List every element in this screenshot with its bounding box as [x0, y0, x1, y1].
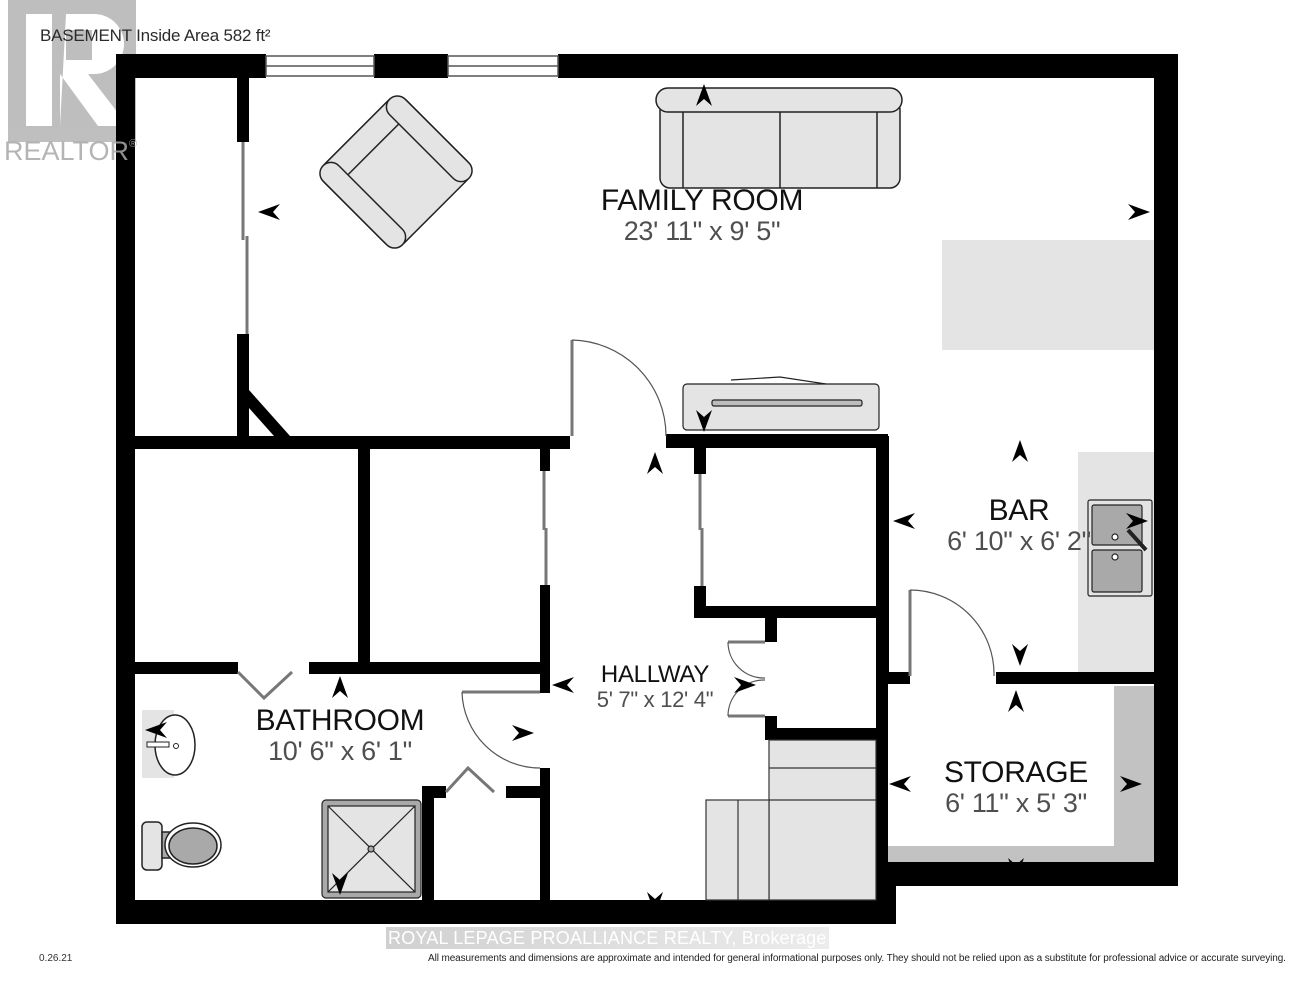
room-label-hallway: HALLWAY 5' 7" x 12' 4" — [596, 661, 714, 712]
stairs-icon — [705, 739, 877, 901]
bar-counter-icon — [942, 240, 1154, 350]
room-name: BAR — [988, 494, 1050, 527]
window-icon — [265, 55, 559, 77]
armchair-icon — [319, 95, 473, 249]
realtor-watermark: REALTOR® — [4, 136, 137, 167]
room-label-family-room: FAMILY ROOM 23' 11" x 9' 5" — [600, 184, 804, 246]
room-label-bar: BAR 6' 10" x 6' 2" — [947, 496, 1091, 555]
storage-shelf — [888, 686, 1154, 862]
watermark-text: REALTOR — [4, 136, 130, 166]
room-label-bathroom: BATHROOM 10' 6" x 6' 1" — [256, 706, 425, 765]
room-dims: 5' 7" x 12' 4" — [596, 687, 714, 712]
room-name: STORAGE — [943, 756, 1089, 789]
sofa-icon — [655, 87, 903, 189]
room-name: FAMILY ROOM — [600, 184, 804, 217]
room-dims: 6' 11" x 5' 3" — [945, 788, 1087, 818]
room-dims: 6' 10" x 6' 2" — [947, 526, 1091, 556]
sink-icon — [1087, 499, 1153, 597]
registered-mark: ® — [129, 138, 138, 150]
version-label: 0.26.21 — [39, 953, 73, 964]
walls — [116, 54, 1178, 924]
toilet-icon — [141, 821, 222, 871]
sliding-door-icon — [241, 142, 704, 586]
realtor-logo-icon — [8, 0, 136, 142]
room-label-storage: STORAGE 6' 11" x 5' 3" — [944, 758, 1088, 817]
room-name: BATHROOM — [255, 704, 425, 737]
brokerage-watermark: ROYAL LEPAGE PROALLIANCE REALTY, Brokera… — [386, 927, 829, 949]
room-name: HALLWAY — [600, 661, 710, 688]
room-dims: 10' 6" x 6' 1" — [268, 736, 412, 766]
dimension-arrow-icon — [145, 84, 1150, 914]
sink-icon — [142, 710, 196, 778]
room-dims: 23' 11" x 9' 5" — [623, 216, 781, 246]
disclaimer-text: All measurements and dimensions are appr… — [428, 953, 1286, 964]
shower-icon — [321, 799, 422, 899]
floor-title: BASEMENT Inside Area 582 ft² — [40, 26, 271, 45]
tv-console-icon — [682, 376, 880, 431]
door-swing-icon — [236, 339, 995, 794]
